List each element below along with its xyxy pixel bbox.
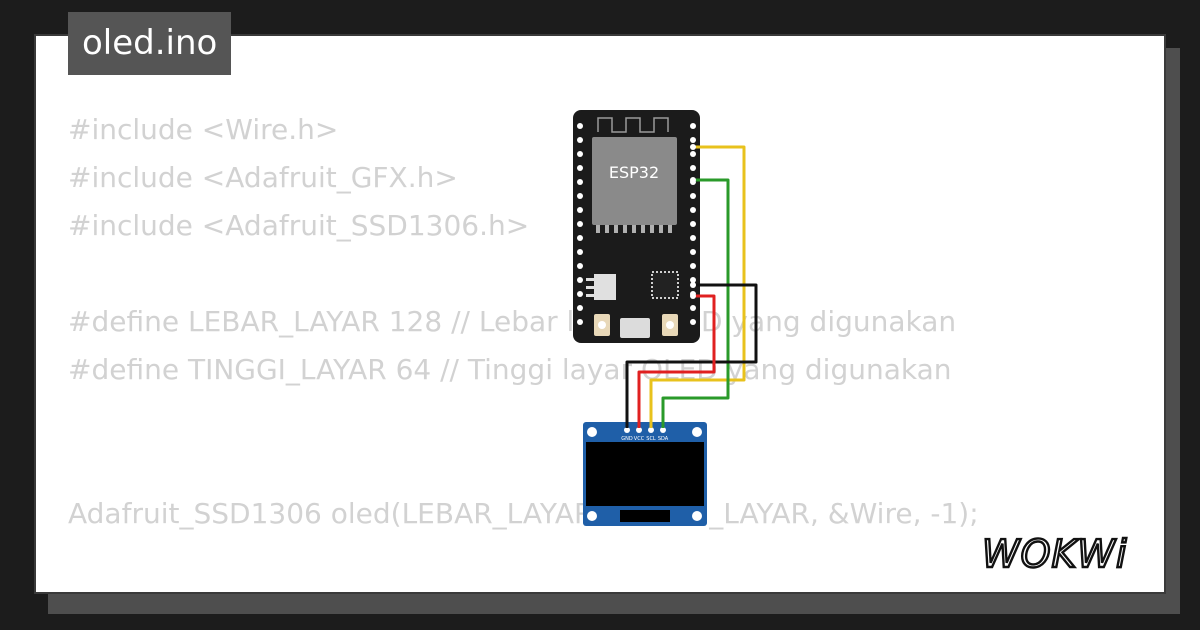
pin-label-scl: SCL [646,436,656,442]
wire-sda [661,178,730,428]
oled-display[interactable]: GND VCC SCL SDA [583,422,707,526]
code-line: #include <Adafruit_SSD1306.h> [68,209,530,242]
voltage-regulator [594,274,616,300]
wire-vcc [637,294,716,428]
pin-label-sda: SDA [658,436,669,442]
oled-screen [586,442,704,506]
pin-label-vcc: VCC [634,436,645,442]
wire-gnd [625,283,758,428]
esp32-module [592,137,677,225]
usb-chip [651,271,679,299]
wokwi-logo: WOKWi [981,531,1128,574]
pin-label-gnd: GND [621,436,633,442]
code-line: #include <Wire.h> [68,113,339,146]
wokwi-logo-text: WOKWi [982,532,1128,574]
esp32-chip-label: ESP32 [609,163,659,182]
file-tab[interactable]: oled.ino [68,12,232,75]
code-line: #include <Adafruit_GFX.h> [68,161,458,194]
esp32-board[interactable]: ESP32 [573,110,700,343]
wire-scl [649,145,746,428]
usb-port [620,318,650,338]
code-line: #define TINGGI_LAYAR 64 // Tinggi layar … [68,353,952,386]
